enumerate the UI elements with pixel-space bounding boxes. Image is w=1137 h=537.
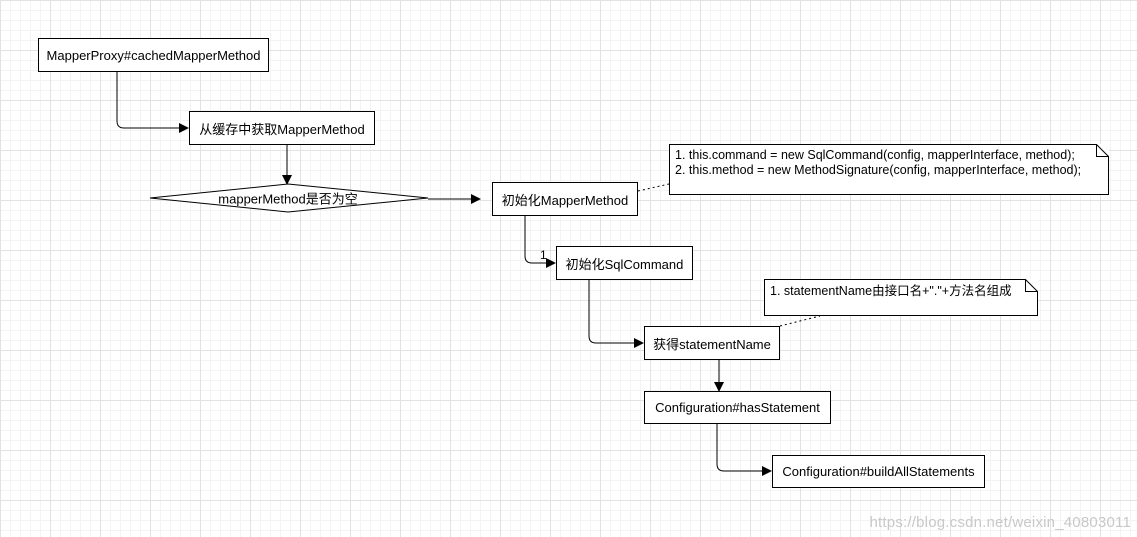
node-init-mapper-method[interactable]: 初始化MapperMethod — [492, 182, 638, 216]
note-line: 2. this.method = new MethodSignature(con… — [675, 163, 1082, 177]
note-border — [669, 144, 1109, 195]
node-label: MapperProxy#cachedMapperMethod — [46, 47, 261, 63]
node-get-from-cache[interactable]: 从缓存中获取MapperMethod — [189, 111, 375, 145]
edge-sqlcommand-to-statementname — [588, 280, 644, 348]
note-line: 1. this.command = new SqlCommand(config,… — [675, 148, 1075, 162]
node-build-all-statements[interactable]: Configuration#buildAllStatements — [772, 455, 985, 488]
edge-init-mapper-to-sqlcommand — [524, 216, 556, 268]
note-statement-name: 1. statementName由接口名+"."+方法名组成 — [764, 279, 1038, 316]
node-has-statement[interactable]: Configuration#hasStatement — [644, 391, 831, 424]
node-cached-mapper-method[interactable]: MapperProxy#cachedMapperMethod — [38, 38, 269, 72]
decision-label: mapperMethod是否为空 — [218, 191, 358, 207]
edge-label-1: 1 — [540, 248, 547, 262]
note-line: 1. statementName由接口名+"."+方法名组成 — [770, 284, 1012, 298]
node-label: 获得statementName — [653, 336, 771, 352]
note-border — [764, 279, 1038, 316]
note-link-mapper-method — [637, 183, 670, 192]
node-label: 初始化MapperMethod — [501, 192, 629, 208]
note-mapper-method: 1. this.command = new SqlCommand(config,… — [669, 144, 1109, 195]
node-get-statement-name[interactable]: 获得statementName — [644, 326, 780, 360]
edge-hasstatement-to-build — [716, 424, 772, 476]
watermark: https://blog.csdn.net/weixin_40803011 — [869, 514, 1131, 531]
node-label: 初始化SqlCommand — [565, 256, 684, 272]
node-init-sql-command[interactable]: 初始化SqlCommand — [556, 246, 693, 280]
node-label: 从缓存中获取MapperMethod — [199, 121, 365, 137]
decision-diamond — [149, 183, 429, 213]
node-label: Configuration#hasStatement — [655, 400, 820, 415]
note-link-statement-name — [779, 315, 821, 327]
node-label: Configuration#buildAllStatements — [782, 464, 975, 479]
edge-proxy-to-cache — [116, 72, 189, 133]
